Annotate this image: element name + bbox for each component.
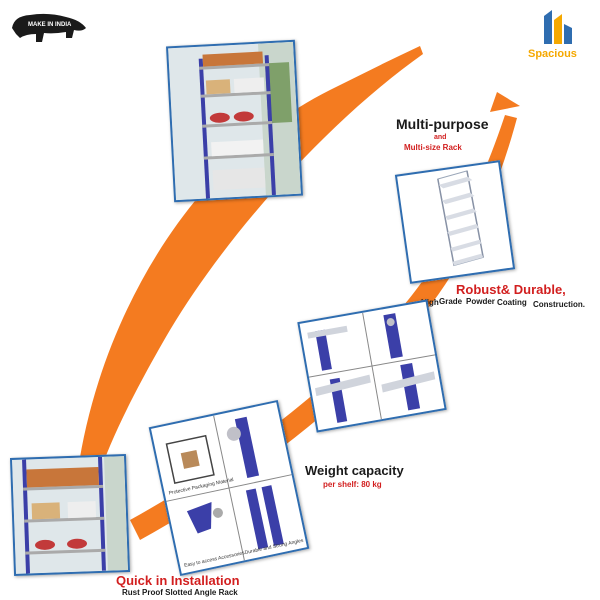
rack-dimension-diagram [394,160,516,284]
multi-purpose-and: and [434,134,447,141]
make-in-india-logo: MAKE IN INDIA [8,8,90,48]
robust-desc-1: High [421,298,439,307]
spacious-logo: Spacious [524,6,594,62]
multi-purpose-title: Multi-purpose [396,116,489,132]
shelf-lifestyle-photo-bottom [9,454,131,576]
spacious-brand-name: Spacious [528,48,577,60]
robust-desc-2: Grade [439,297,463,306]
weight-capacity-subtitle: per shelf: 80 kg [323,480,382,489]
weight-capacity-title: Weight capacity [305,463,404,478]
robust-durable-description: High Grade Powder Coating Construction. [421,297,597,310]
packaging-accessories-photo: Protective Packaging Material Easy to ac… [148,399,310,577]
shelf-lifestyle-photo-top [166,39,303,203]
robust-durable-title: Robust& Durable, [456,282,566,297]
quick-installation-title: Quick in Installation [116,573,240,588]
robust-desc-3: Powder [466,297,495,306]
quick-installation-subtitle: Rust Proof Slotted Angle Rack [122,588,238,597]
slotted-angle-hardware-photo [297,299,447,433]
robust-desc-4: Coating [497,298,527,307]
make-in-india-text: MAKE IN INDIA [28,22,72,28]
multi-purpose-subtitle: Multi-size Rack [404,143,462,152]
robust-desc-5: Construction. [533,300,585,309]
